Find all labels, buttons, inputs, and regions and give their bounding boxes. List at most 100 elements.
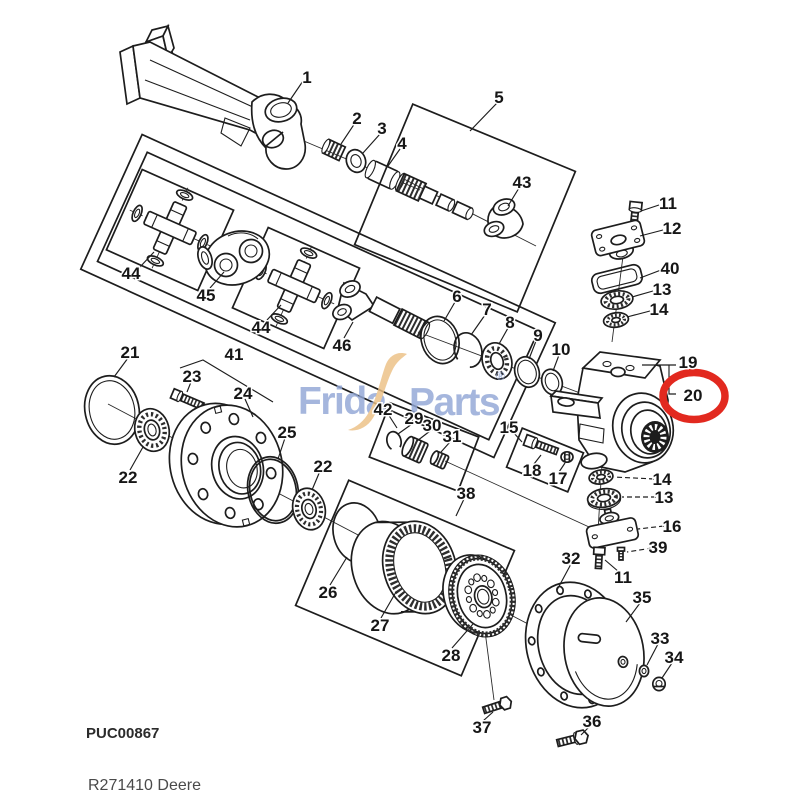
callout-13: 13 xyxy=(655,488,674,507)
watermark-swash xyxy=(348,353,407,431)
bushing-part-3 xyxy=(345,148,367,174)
callout-15: 15 xyxy=(500,418,519,437)
kingpin-cap-16 xyxy=(585,507,640,549)
callout-22: 22 xyxy=(119,468,138,487)
bolt-18 xyxy=(522,433,560,456)
bearing-cone-14-top xyxy=(602,311,630,329)
yoke-shaft-part-46 xyxy=(332,280,431,340)
callout-31: 31 xyxy=(443,427,462,446)
snap-ring-part-7 xyxy=(453,331,483,369)
callout-44: 44 xyxy=(252,318,271,337)
callout-4: 4 xyxy=(397,134,407,153)
ball-bearing-part-8 xyxy=(481,341,513,381)
part-reference: R271410 Deere xyxy=(88,777,201,794)
callout-9: 9 xyxy=(533,326,542,345)
callout-36: 36 xyxy=(583,712,602,731)
callout-27: 27 xyxy=(371,616,390,635)
callout-30: 30 xyxy=(423,416,442,435)
callout-43: 43 xyxy=(513,173,532,192)
callout-19: 19 xyxy=(679,353,698,372)
callout-23: 23 xyxy=(183,367,202,386)
ring-part-10 xyxy=(540,368,564,396)
kit-box-5 xyxy=(353,102,577,314)
bearing-22a xyxy=(133,407,171,453)
kit-box-42 xyxy=(368,401,480,493)
callout-32: 32 xyxy=(562,549,581,568)
ring-part-9 xyxy=(513,355,541,389)
seal-ring-21 xyxy=(83,374,141,446)
double-yoke-part-45 xyxy=(197,230,271,286)
callout-44: 44 xyxy=(122,264,141,283)
plug-part-2 xyxy=(321,138,347,162)
callout-1: 1 xyxy=(302,68,311,87)
axle-housing-drawing xyxy=(119,23,307,170)
callout-12: 12 xyxy=(663,219,682,238)
callout-22: 22 xyxy=(314,457,333,476)
callout-29: 29 xyxy=(405,409,424,428)
bearing-13-top xyxy=(600,289,634,311)
kingpin-cap-12 xyxy=(590,219,646,260)
bolt-37 xyxy=(481,695,513,715)
callout-45: 45 xyxy=(197,286,216,305)
bearing-22b xyxy=(291,487,327,531)
bearing-race-part-6 xyxy=(420,315,460,365)
callout-14: 14 xyxy=(653,470,672,489)
callout-40: 40 xyxy=(661,259,680,278)
bolt-23 xyxy=(169,387,206,411)
callout-11: 11 xyxy=(659,194,677,213)
nut-17 xyxy=(560,450,574,464)
watermark-text-right: Parts xyxy=(409,381,500,424)
snap-ring-29 xyxy=(385,430,403,452)
image-code: PUC00867 xyxy=(86,725,159,742)
leader-lines xyxy=(113,80,673,736)
callout-14: 14 xyxy=(650,300,669,319)
callout-11: 11 xyxy=(614,568,632,587)
callout-13: 13 xyxy=(653,280,672,299)
callout-46: 46 xyxy=(333,336,352,355)
splined-coupler-30 xyxy=(401,435,429,464)
callout-7: 7 xyxy=(482,300,491,319)
axle-shaft-drawing xyxy=(394,172,474,221)
callout-10: 10 xyxy=(552,340,571,359)
bearing-13-bottom xyxy=(586,487,622,510)
callout-5: 5 xyxy=(494,88,503,107)
screw-39 xyxy=(616,546,626,561)
callout-38: 38 xyxy=(457,484,476,503)
callout-42: 42 xyxy=(374,400,393,419)
callout-2: 2 xyxy=(352,109,361,128)
callout-18: 18 xyxy=(523,461,542,480)
watermark: Frida Parts ® xyxy=(298,353,505,431)
bolt-36 xyxy=(555,729,590,748)
bearing-cone-14-bottom xyxy=(588,469,614,485)
bolt-11-bottom xyxy=(592,546,606,570)
plug-34 xyxy=(651,676,667,692)
ring-gear-27 xyxy=(350,520,458,615)
callout-33: 33 xyxy=(651,629,670,648)
callout-41: 41 xyxy=(225,345,244,364)
callout-16: 16 xyxy=(663,517,682,536)
highlight-circle-part-20 xyxy=(659,368,729,424)
watermark-registered-mark: ® xyxy=(496,369,505,383)
washer-33 xyxy=(638,664,650,678)
callout-28: 28 xyxy=(442,646,461,665)
steering-knuckle-drawing xyxy=(549,351,675,473)
callout-26: 26 xyxy=(319,583,338,602)
callout-6: 6 xyxy=(452,287,461,306)
kit-box-outer xyxy=(79,133,557,459)
callout-39: 39 xyxy=(649,538,668,557)
planetary-cover-35 xyxy=(563,597,645,707)
callout-25: 25 xyxy=(278,423,297,442)
callout-8: 8 xyxy=(505,313,514,332)
callout-21: 21 xyxy=(121,343,140,362)
oring-25 xyxy=(246,455,300,525)
hub-flange-24 xyxy=(168,402,284,528)
callout-20: 20 xyxy=(684,386,703,405)
gasket-40 xyxy=(590,263,644,295)
callout-35: 35 xyxy=(633,588,652,607)
kit-box-15 xyxy=(505,427,585,493)
callout-34: 34 xyxy=(665,648,684,667)
callout-3: 3 xyxy=(377,119,386,138)
callout-37: 37 xyxy=(473,718,492,737)
